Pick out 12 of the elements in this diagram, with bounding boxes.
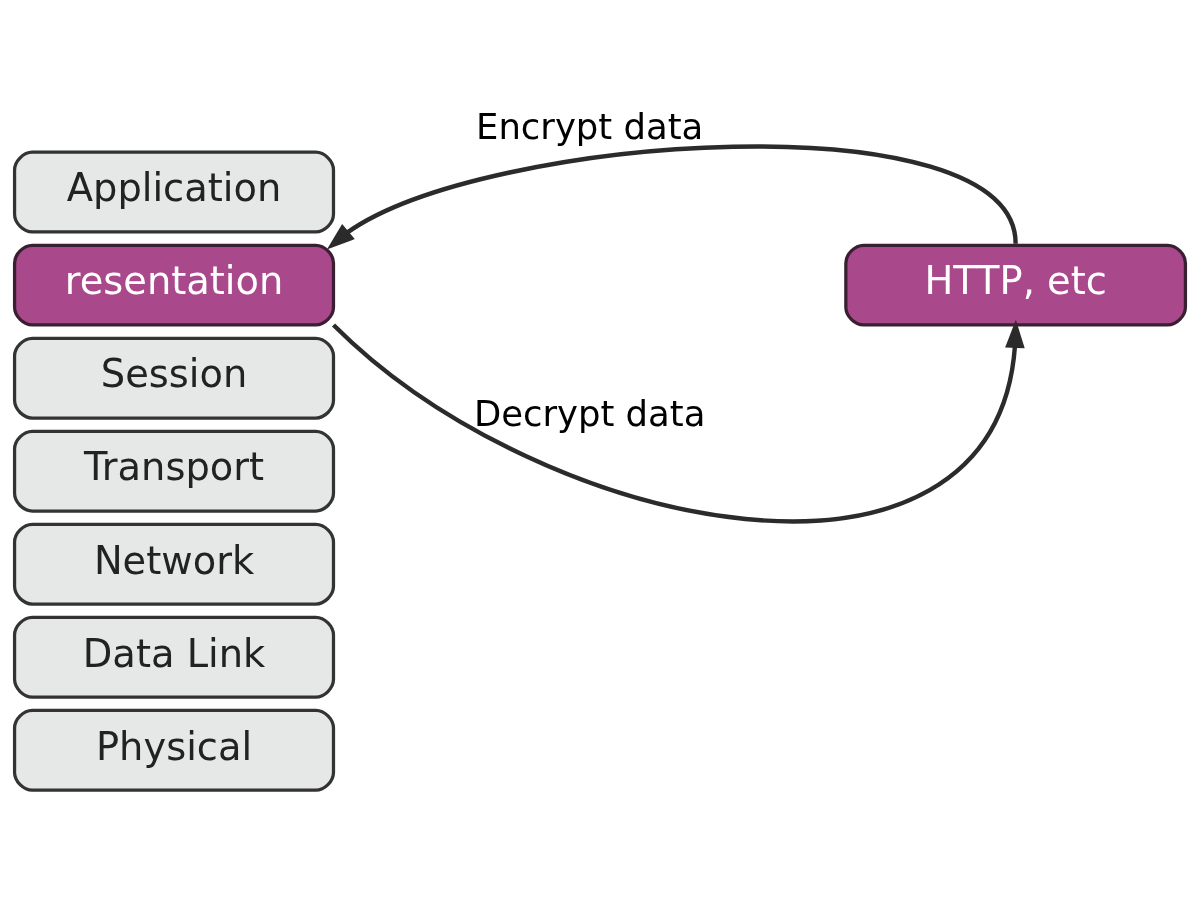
node-box: Network (12, 522, 336, 606)
node-box: Data Link (12, 615, 336, 699)
arrow (326, 144, 1018, 250)
node-box: HTTP, etc (844, 243, 1188, 327)
arrow (332, 319, 1025, 523)
node-box: resentation (12, 243, 336, 327)
node-box: Physical (12, 708, 336, 792)
edge-label: Decrypt data (473, 392, 706, 434)
node-box: Session (12, 336, 336, 420)
edge-label: Encrypt data (476, 105, 704, 147)
node-box: Application (12, 150, 336, 234)
node-box: Transport (12, 429, 336, 513)
